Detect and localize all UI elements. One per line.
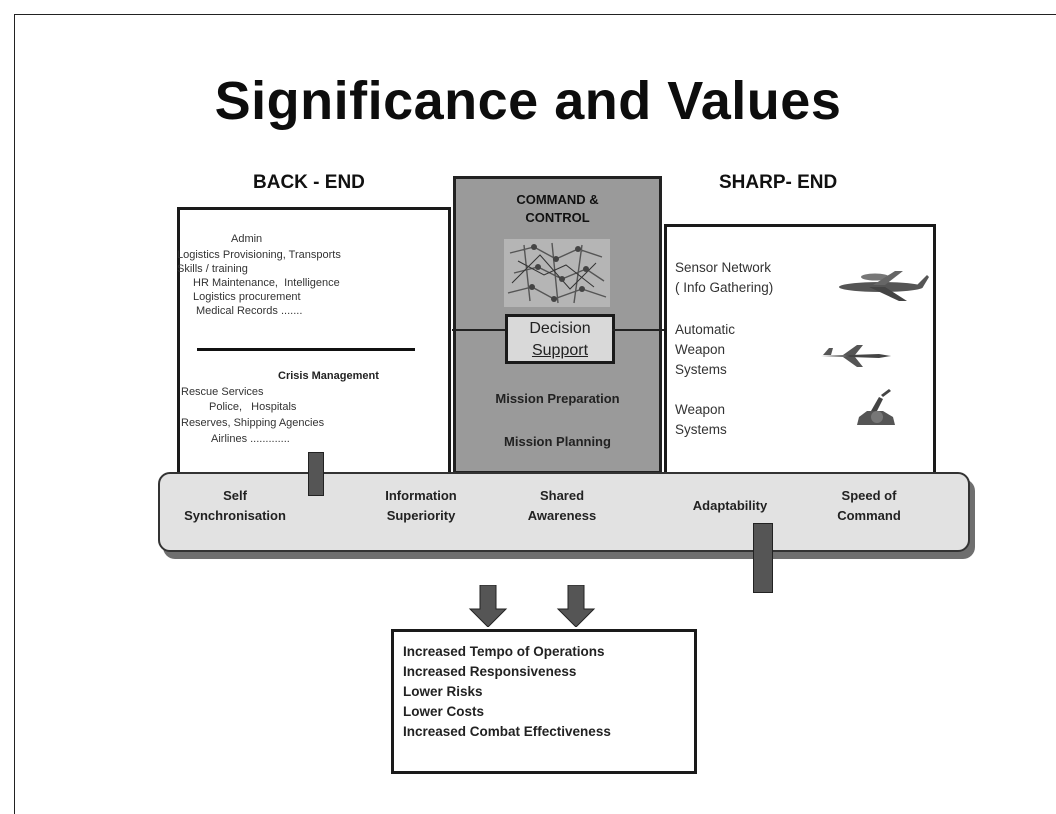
command-control-panel: COMMAND & CONTROL Decision Support Missi… — [453, 176, 662, 474]
sensor-network-line: Sensor Network — [675, 260, 772, 275]
band-item-line: Speed of — [841, 488, 897, 503]
weapon-system-icon — [857, 389, 895, 425]
band-item-line: Command — [837, 508, 901, 523]
outcome-item: Lower Risks — [403, 684, 483, 699]
band-item-shared-awareness: Shared Awareness — [500, 486, 624, 526]
back-end-divider — [197, 348, 415, 351]
back-end-item: Admin — [231, 233, 263, 245]
capabilities-band: Self Synchronisation Information Superio… — [158, 472, 970, 552]
back-end-item: Police, Hospitals — [209, 401, 297, 413]
back-end-item: Logistics procurement — [193, 291, 301, 303]
band-item-line: Adaptability — [692, 498, 768, 513]
weapon-systems-line: Weapon — [675, 402, 726, 417]
adaptability-connector-bar — [753, 523, 773, 593]
band-item-line: Information — [385, 488, 457, 503]
down-arrow-icon — [468, 585, 508, 627]
sensor-network-label: Sensor Network ( Info Gathering) — [675, 258, 773, 298]
band-item-information-superiority: Information Superiority — [356, 486, 486, 526]
surveillance-aircraft-icon — [839, 271, 929, 301]
band-item-line: Self — [223, 488, 247, 503]
slide-frame — [14, 14, 1056, 814]
weapon-systems-line: Systems — [675, 422, 727, 437]
crisis-management-heading: Crisis Management — [278, 370, 379, 382]
outcome-item: Increased Tempo of Operations — [403, 644, 605, 659]
automatic-weapon-line: Systems — [675, 362, 727, 377]
automatic-weapon-label: Automatic Weapon Systems — [675, 320, 735, 380]
sharp-end-heading: SHARP- END — [719, 172, 838, 193]
command-control-title: COMMAND & CONTROL — [456, 191, 659, 227]
connector-line-left — [452, 329, 502, 331]
back-end-item: Skills / training — [177, 263, 248, 275]
sensor-network-line: ( Info Gathering) — [675, 280, 774, 295]
automatic-weapon-line: Automatic — [675, 322, 736, 337]
band-item-self-synchronisation: Self Synchronisation — [160, 486, 310, 526]
band-item-line: Shared — [539, 488, 585, 503]
connector-line-right — [612, 329, 664, 331]
outcome-item: Increased Combat Effectiveness — [403, 724, 611, 739]
slide-title: Significance and Values — [214, 71, 842, 131]
band-item-line: Awareness — [527, 508, 597, 523]
band-item-line: Synchronisation — [184, 508, 286, 523]
back-end-item: Rescue Services — [181, 386, 264, 398]
command-control-title-line: CONTROL — [525, 210, 590, 225]
back-end-connector-bar — [308, 452, 324, 496]
decision-support-line: Decision — [529, 320, 591, 337]
weapon-systems-label: Weapon Systems — [675, 400, 727, 440]
band-item-line: Superiority — [386, 508, 456, 523]
back-end-item: Airlines ............. — [211, 433, 290, 445]
decision-support-line: Support — [531, 342, 589, 359]
network-map-image — [504, 239, 610, 307]
outcome-item: Increased Responsiveness — [403, 664, 577, 679]
back-end-item: Reserves, Shipping Agencies — [181, 417, 325, 429]
band-item-adaptability: Adaptability — [676, 496, 784, 516]
outcome-item: Lower Costs — [403, 704, 485, 719]
back-end-box: Admin Logistics Provisioning, Transports… — [177, 207, 451, 479]
sharp-end-box: Sensor Network ( Info Gathering) Automat… — [664, 224, 936, 478]
back-end-item: Logistics Provisioning, Transports — [177, 249, 341, 261]
down-arrow-icon — [556, 585, 596, 627]
decision-support-box: Decision Support — [505, 314, 615, 364]
mission-planning-label: Mission Planning — [504, 434, 611, 449]
back-end-item: HR Maintenance, Intelligence — [193, 277, 340, 289]
back-end-item: Medical Records ....... — [196, 305, 303, 317]
band-item-speed-of-command: Speed of Command — [810, 486, 928, 526]
automatic-weapon-line: Weapon — [675, 342, 726, 357]
mission-preparation-label: Mission Preparation — [495, 391, 620, 406]
outcomes-box: Increased Tempo of Operations Increased … — [391, 629, 697, 774]
fighter-jet-icon — [821, 345, 891, 367]
back-end-heading: BACK - END — [253, 172, 365, 193]
command-control-title-line: COMMAND & — [516, 192, 599, 207]
